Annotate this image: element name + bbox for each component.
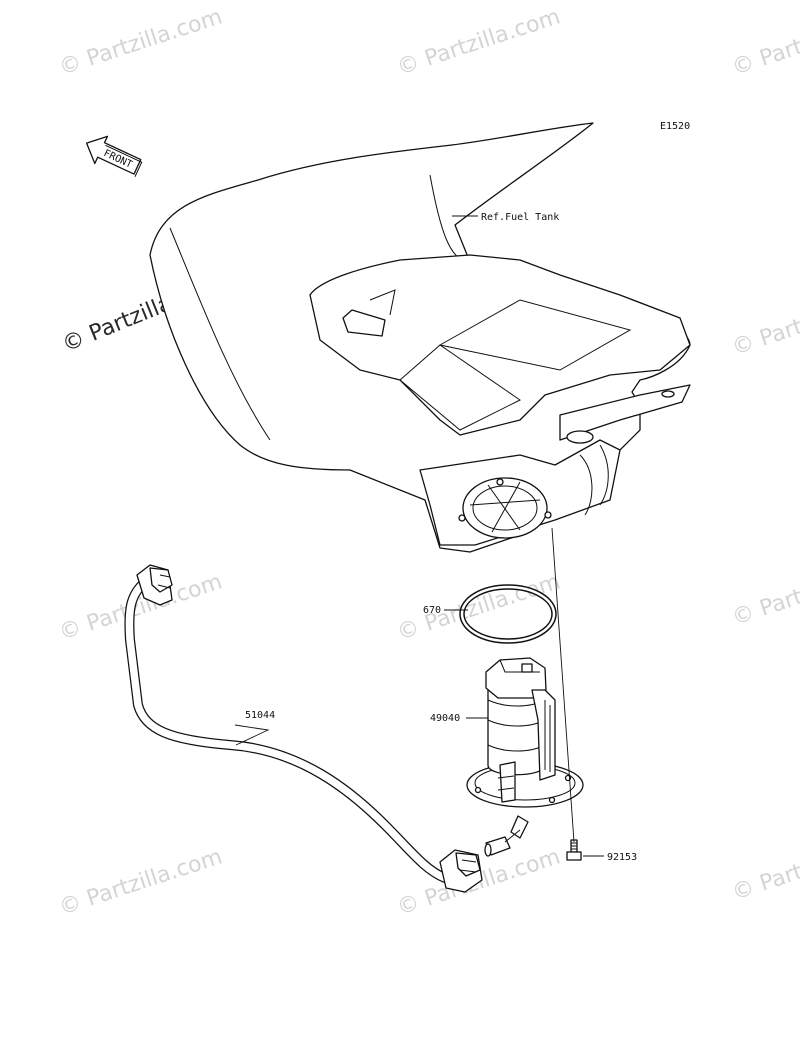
diagram-code: E1520 <box>660 121 690 132</box>
label-92153: 92153 <box>607 852 637 863</box>
watermark: © Partzilla.com <box>729 4 800 80</box>
fuel-hose-51044 <box>124 564 483 893</box>
watermark: © Partzilla.com <box>729 284 800 360</box>
label-ref-fuel-tank: Ref.Fuel Tank <box>481 212 559 223</box>
o-ring-670 <box>459 584 557 644</box>
leader-lines <box>234 215 604 857</box>
watermark: © Partzilla.com <box>56 844 225 920</box>
front-arrow-icon: FRONT <box>85 135 143 177</box>
label-51044: 51044 <box>245 710 275 721</box>
leader-bolt-axis <box>551 527 575 843</box>
watermark: © Partzilla.com <box>729 554 800 630</box>
fuel-pump-49040 <box>466 657 584 857</box>
watermark: © Partzilla.com <box>729 829 800 905</box>
fuel-tank-drawing <box>149 122 691 553</box>
watermark: © Partzilla.com <box>394 4 563 80</box>
label-49040: 49040 <box>430 713 460 724</box>
label-670: 670 <box>423 605 441 616</box>
watermark: © Partzilla.com <box>56 4 225 80</box>
leader-51044 <box>234 724 270 746</box>
bolt-92153 <box>566 839 582 861</box>
